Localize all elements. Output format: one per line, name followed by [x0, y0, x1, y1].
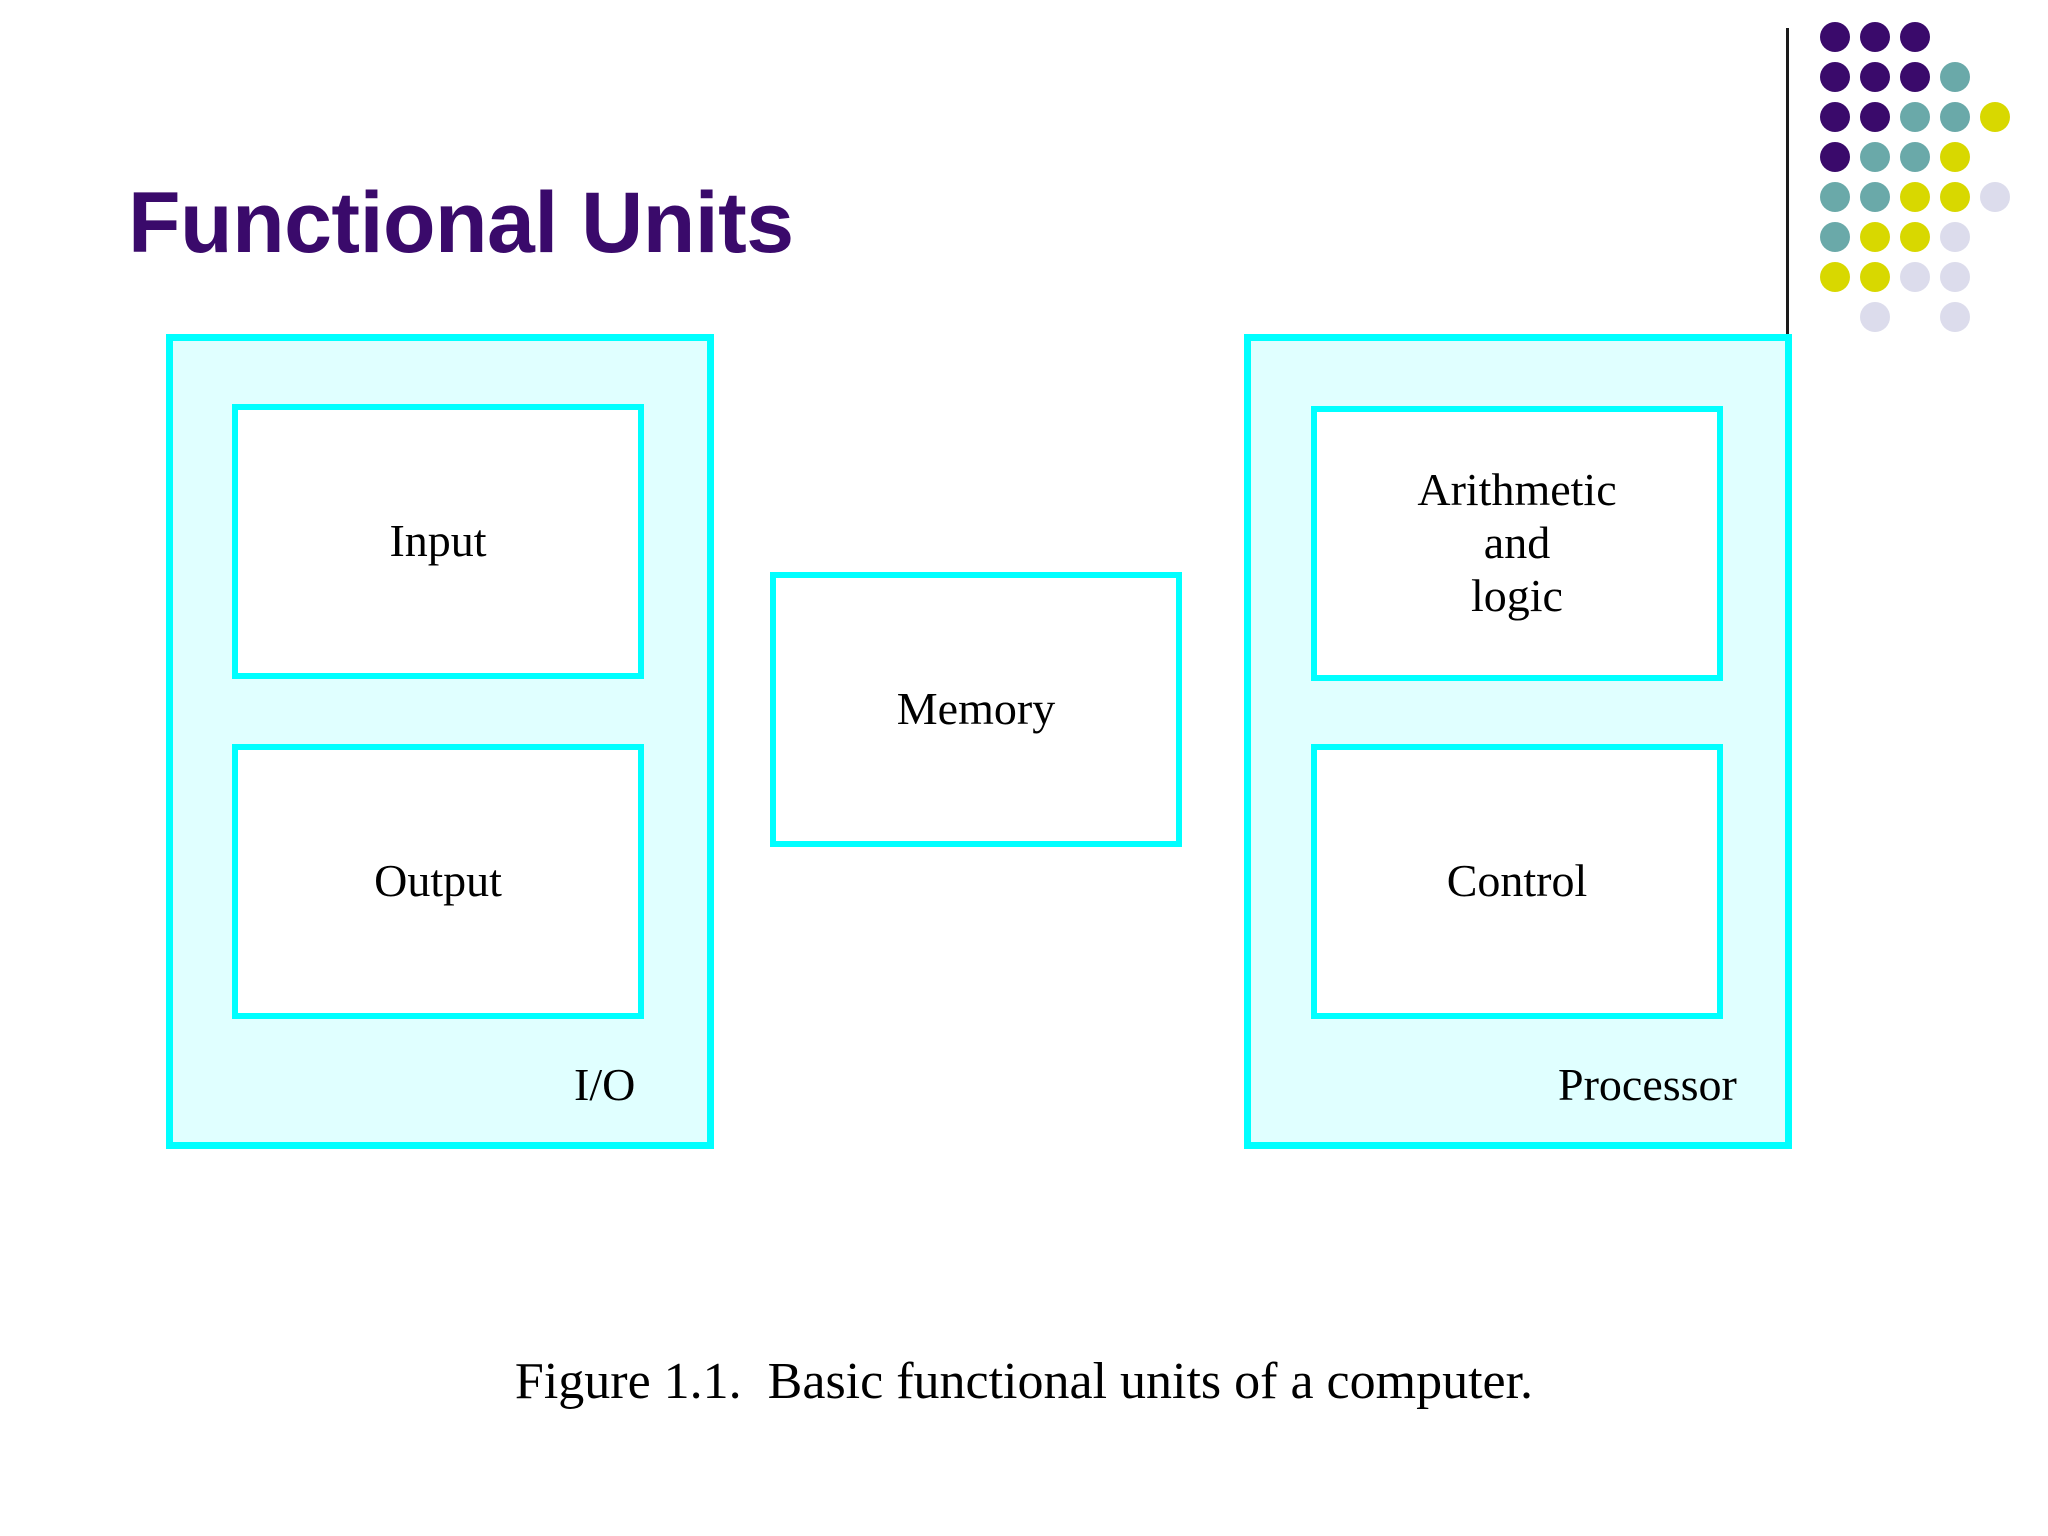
decorative-dot-grid: [1820, 22, 2048, 342]
control-unit-box: Control: [1311, 744, 1723, 1019]
decorative-dot: [1980, 182, 2010, 212]
decorative-dot: [1940, 302, 1970, 332]
control-unit-label: Control: [1446, 855, 1588, 907]
decorative-dot: [1860, 182, 1890, 212]
decorative-dot: [1980, 102, 2010, 132]
decorative-dot: [1820, 22, 1850, 52]
decorative-dot: [1860, 262, 1890, 292]
output-unit-box: Output: [232, 744, 644, 1019]
decorative-dot: [1860, 142, 1890, 172]
decorative-dot: [1860, 302, 1890, 332]
memory-unit-box: Memory: [770, 572, 1182, 847]
decorative-dot: [1860, 102, 1890, 132]
decorative-dot: [1820, 222, 1850, 252]
decorative-dot: [1900, 142, 1930, 172]
decorative-dot: [1940, 102, 1970, 132]
decorative-dot: [1900, 262, 1930, 292]
decorative-dot: [1940, 262, 1970, 292]
input-unit-label: Input: [389, 515, 487, 567]
decorative-dot: [1820, 102, 1850, 132]
decorative-dot: [1900, 22, 1930, 52]
decorative-dot: [1900, 62, 1930, 92]
input-unit-box: Input: [232, 404, 644, 679]
alu-label-line: logic: [1471, 569, 1563, 621]
decorative-dot: [1900, 182, 1930, 212]
decorative-dot: [1900, 222, 1930, 252]
decorative-dot: [1860, 22, 1890, 52]
decorative-dot: [1820, 262, 1850, 292]
page-title: Functional Units: [128, 175, 794, 271]
io-group-label: I/O: [574, 1059, 636, 1110]
decorative-dot: [1940, 222, 1970, 252]
decorative-dot: [1820, 62, 1850, 92]
output-unit-label: Output: [374, 855, 502, 907]
decorative-dot: [1940, 142, 1970, 172]
memory-unit-label: Memory: [896, 683, 1056, 735]
decorative-dot: [1860, 62, 1890, 92]
decorative-dot: [1900, 102, 1930, 132]
decorative-dot: [1860, 222, 1890, 252]
processor-group-label: Processor: [1558, 1059, 1737, 1110]
decorative-dot: [1820, 142, 1850, 172]
figure-caption: Figure 1.1. Basic functional units of a …: [514, 1353, 1534, 1410]
decorative-dot: [1820, 182, 1850, 212]
decorative-dot: [1940, 182, 1970, 212]
decorative-dot: [1940, 62, 1970, 92]
alu-label-line: and: [1483, 517, 1551, 569]
alu-label-line: Arithmetic: [1417, 464, 1617, 516]
header-vertical-rule: [1786, 28, 1789, 376]
